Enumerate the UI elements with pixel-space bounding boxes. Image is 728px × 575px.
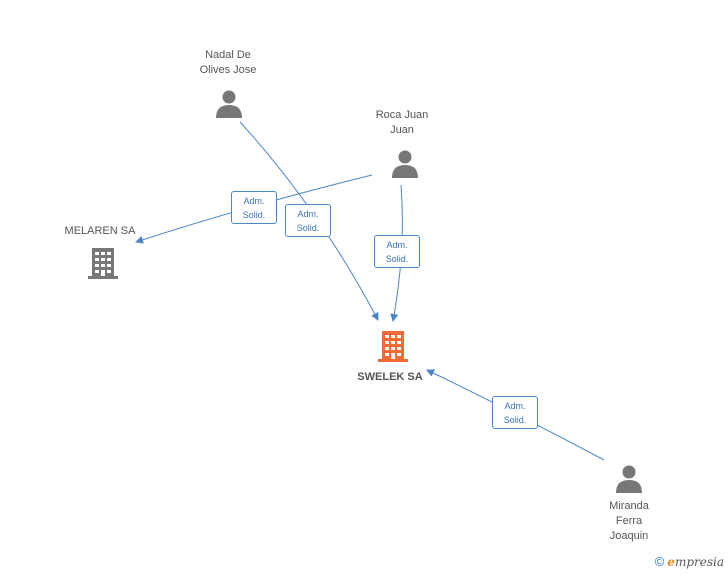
node-label-swelek[interactable]: SWELEK SA (357, 371, 423, 383)
node-label-nadal[interactable]: Nadal De Olives Jose (199, 49, 257, 76)
node-label-melaren[interactable]: MELAREN SA (64, 225, 136, 237)
node-label-roca[interactable]: Roca Juan Juan (375, 109, 429, 136)
relation-label-roca-swelek[interactable]: Adm. Solid. (374, 235, 420, 268)
brand-footer: ©empresia (655, 554, 724, 569)
building-icon[interactable] (376, 329, 410, 363)
relation-label-roca-melaren[interactable]: Adm. Solid. (231, 191, 277, 224)
building-icon[interactable] (86, 246, 120, 280)
relation-label-miranda-swelek[interactable]: Adm. Solid. (492, 396, 538, 429)
node-label-miranda[interactable]: Miranda Ferra Joaquin (609, 500, 649, 542)
person-icon[interactable] (390, 149, 420, 179)
relation-label-nadal-swelek[interactable]: Adm. Solid. (285, 204, 331, 237)
person-icon[interactable] (614, 464, 644, 494)
person-icon[interactable] (214, 89, 244, 119)
empresia-logo[interactable]: empresia (667, 555, 724, 569)
copyright-icon: © (654, 554, 665, 569)
